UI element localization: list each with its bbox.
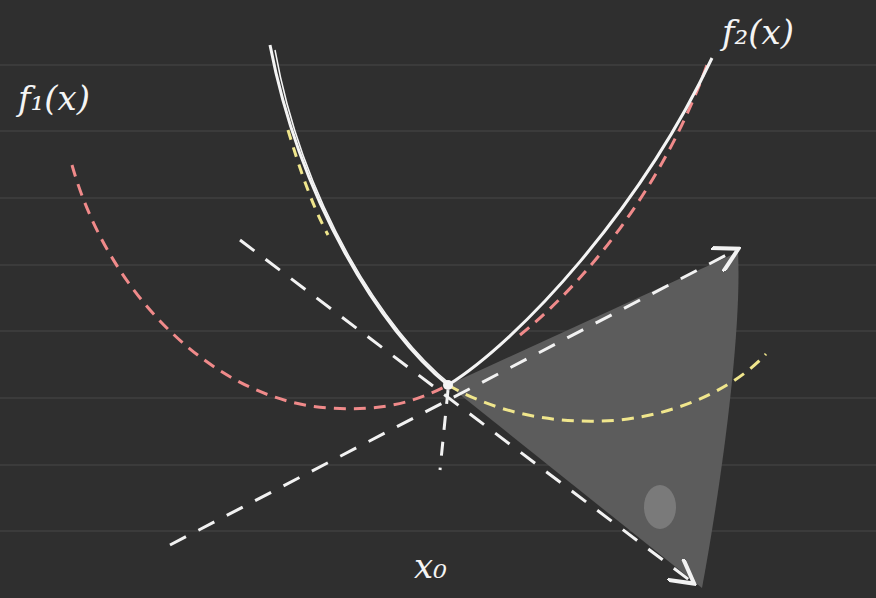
ruled-lines	[0, 65, 876, 531]
subgradient-line	[170, 250, 736, 545]
max-curve-left	[275, 50, 450, 384]
vertical-dash	[440, 390, 448, 470]
cone-dot	[644, 485, 676, 529]
curve-label: f₂(x)	[722, 14, 794, 51]
f2-curve	[448, 354, 766, 421]
max-curve-right	[448, 58, 712, 385]
f2-overlap	[288, 130, 328, 235]
kink-point	[443, 380, 453, 390]
f1-curve	[72, 165, 448, 409]
f1-overlap	[520, 62, 708, 335]
subgradient-line	[240, 240, 692, 582]
curve-label: f₁(x)	[18, 80, 90, 117]
curve-label: x₀	[414, 548, 447, 585]
